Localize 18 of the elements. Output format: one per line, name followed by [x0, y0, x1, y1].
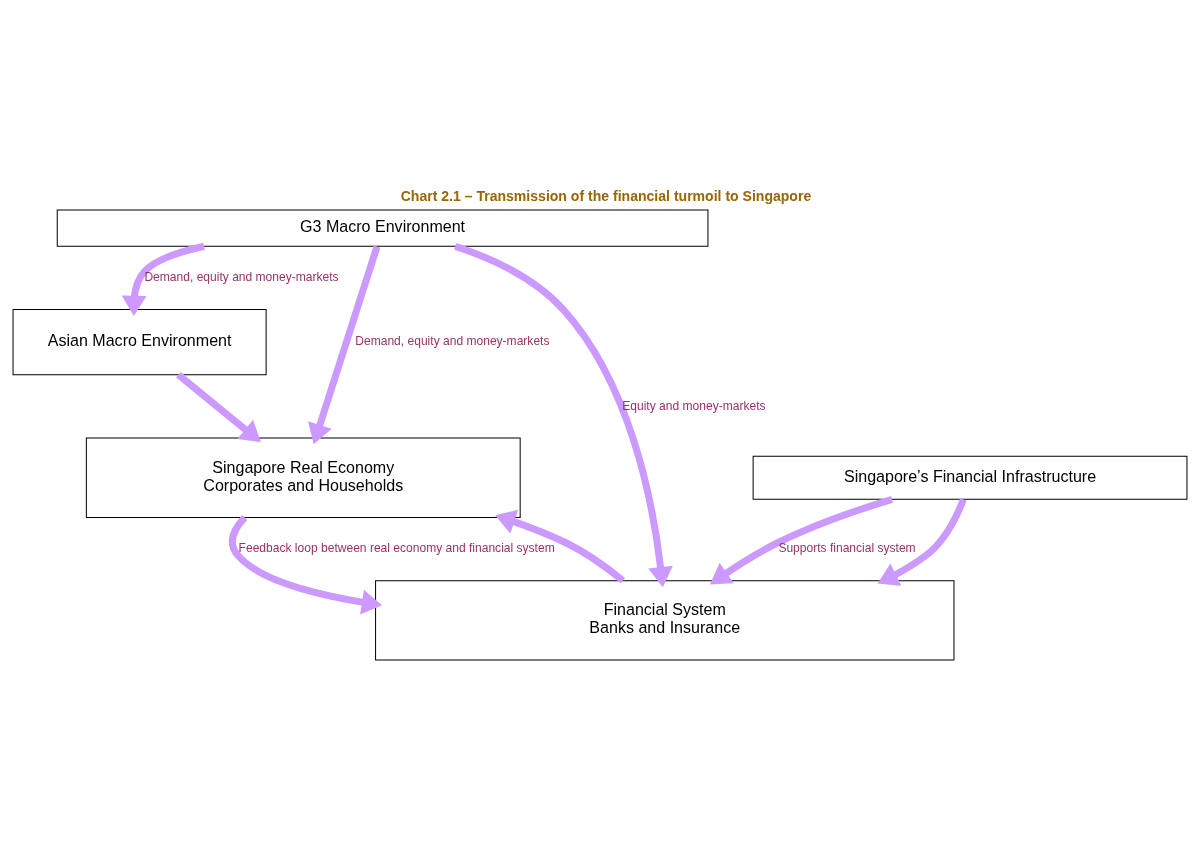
- node-box: Singapore’s Financial Infrastructure: [752, 455, 1188, 500]
- diagram-title: Chart 2.1 – Transmission of the financial turmoil to Singapore: [400, 188, 812, 205]
- arrow: [495, 509, 626, 584]
- edge-label: Equity and money-markets: [622, 398, 766, 413]
- node-box: Asian Macro Environment: [12, 309, 267, 376]
- arrow: [176, 372, 261, 443]
- edge-label: Demand, equity and money-markets: [355, 334, 550, 349]
- edge-label: Supports financial system: [778, 541, 916, 556]
- node-box: Singapore Real Economy Corporates and Households: [85, 437, 521, 518]
- edge-label: Feedback loop between real economy and financial system: [238, 541, 555, 556]
- arrow: [877, 498, 967, 586]
- arrow: [121, 242, 205, 317]
- node-box: Financial System Banks and Insurance: [375, 580, 955, 661]
- arrow: [709, 496, 894, 585]
- arrow: [454, 243, 673, 588]
- arrow: [308, 245, 381, 445]
- node-box: G3 Macro Environment: [56, 209, 709, 247]
- edge-label: Demand, equity and money-markets: [144, 270, 339, 285]
